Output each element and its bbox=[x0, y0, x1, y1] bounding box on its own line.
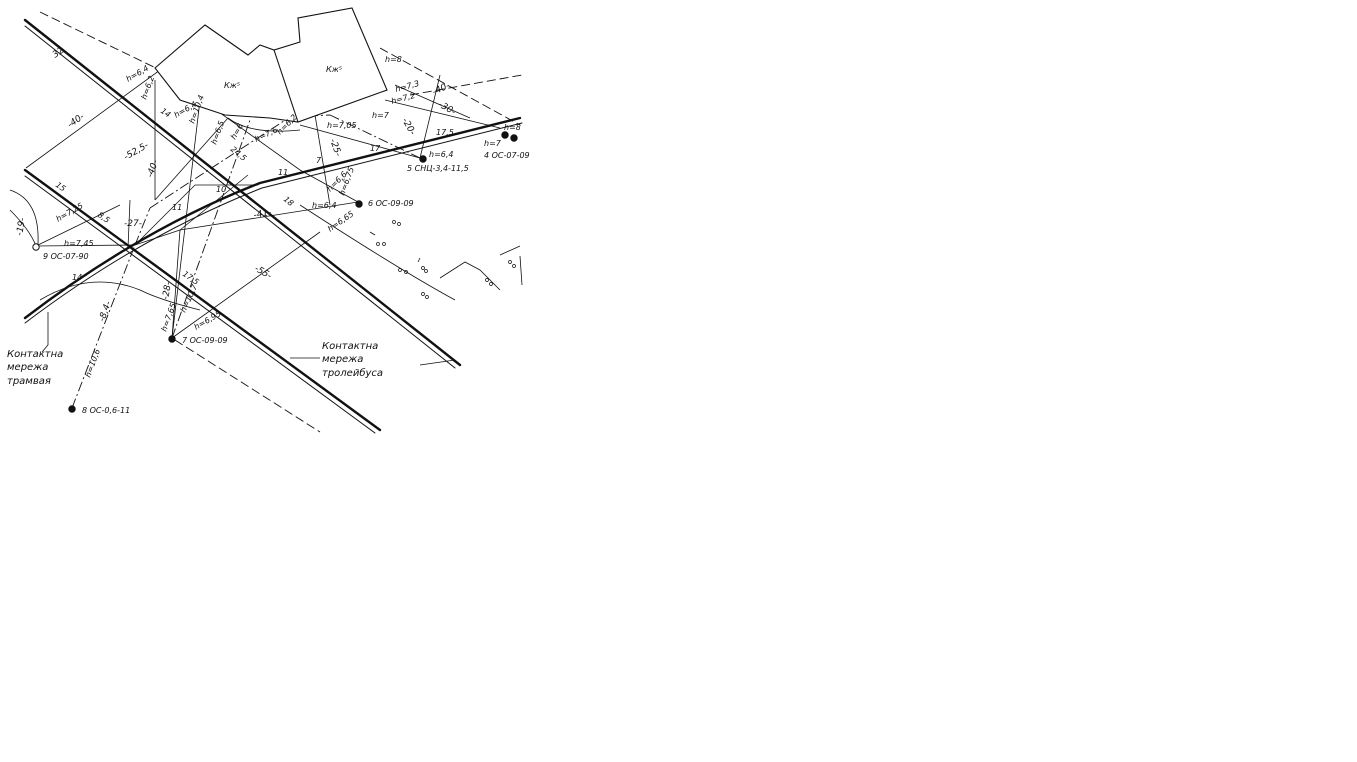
distance-label: 18 bbox=[282, 195, 296, 208]
distance-label: -28- bbox=[161, 281, 174, 300]
tram-wires bbox=[23, 116, 523, 324]
height-label: h=6,5 bbox=[209, 120, 226, 146]
distance-label: 11 bbox=[172, 203, 182, 212]
pole-4-marker bbox=[501, 131, 509, 139]
distance-label: -20- bbox=[399, 117, 417, 138]
dashdot-lines bbox=[71, 114, 421, 409]
height-label: h=6 bbox=[229, 122, 245, 141]
building-labels: Кж⁵ Кж⁵ bbox=[224, 65, 342, 90]
building-block bbox=[154, 7, 388, 123]
pole-9-marker bbox=[32, 243, 40, 251]
building-label: Кж⁵ bbox=[224, 81, 240, 90]
pole-label: 5 СНЦ-3,4-11,5 bbox=[407, 164, 469, 173]
height-label: h=8 bbox=[504, 123, 521, 132]
pole-5-marker bbox=[419, 155, 427, 163]
poles bbox=[32, 131, 518, 413]
tram-caption-line: мережа bbox=[7, 362, 48, 373]
span-wires bbox=[25, 69, 501, 339]
pole-label: 4 ОС-07-09 bbox=[484, 151, 530, 160]
height-label: h=6,65 bbox=[326, 209, 355, 233]
distance-label: 14 bbox=[159, 106, 173, 119]
trolleybus-caption: Контактна мережа тролейбуса bbox=[322, 341, 383, 379]
pole-7-marker bbox=[168, 335, 176, 343]
distance-label: -40- bbox=[145, 159, 161, 179]
support-dots bbox=[376, 220, 516, 299]
pole-label: 6 ОС-09-09 bbox=[368, 199, 414, 208]
trolleybus-caption-line: тролейбуса bbox=[322, 367, 383, 379]
pole-4b-marker bbox=[510, 134, 518, 142]
height-label: h=7 bbox=[484, 139, 502, 148]
tram-caption-line: трамвая bbox=[7, 376, 51, 387]
side-lines bbox=[369, 231, 523, 291]
height-label: h=7,6 bbox=[253, 125, 279, 144]
distance-label: 10 bbox=[216, 185, 226, 194]
building-label: Кж⁵ bbox=[326, 65, 342, 74]
distance-label: 11 bbox=[278, 168, 288, 177]
distance-label: 24,5 bbox=[229, 145, 248, 163]
tram-caption: Контактна мережа трамвая bbox=[7, 349, 63, 387]
distance-label: 17 bbox=[370, 144, 381, 153]
distance-label: -55- bbox=[253, 264, 274, 282]
trolleybus-caption-line: мережа bbox=[322, 354, 363, 365]
distance-label: -27- bbox=[124, 219, 142, 229]
trolleybus-caption-line: Контактна bbox=[322, 341, 378, 352]
pole-6-marker bbox=[355, 200, 363, 208]
height-label: h=10,6 bbox=[83, 348, 102, 379]
height-label: h=6,2 bbox=[139, 75, 156, 101]
pole-8-marker bbox=[68, 405, 76, 413]
pole-label: 7 ОС-09-09 bbox=[182, 336, 228, 345]
distance-label: 14 bbox=[72, 273, 82, 282]
pole-labels: 4 ОС-07-09 5 СНЦ-3,4-11,5 6 ОС-09-09 7 О… bbox=[43, 151, 530, 415]
height-label: h=7,65 bbox=[159, 302, 178, 333]
distance-label: -40- bbox=[431, 81, 451, 98]
distance-label: -19- bbox=[15, 217, 28, 236]
pole-label: 8 ОС-0,6-11 bbox=[82, 406, 130, 415]
distance-label: -40- bbox=[66, 112, 86, 130]
dashed-lines bbox=[39, 11, 523, 433]
tram-caption-line: Контактна bbox=[7, 349, 63, 360]
height-label: h=6,4 bbox=[429, 150, 454, 159]
height-label: h=7,25 bbox=[55, 201, 85, 224]
height-label: h=8 bbox=[385, 55, 402, 64]
distance-label: -41- bbox=[253, 208, 272, 221]
distance-label: -8,4- bbox=[97, 300, 114, 323]
caption-leaders bbox=[41, 312, 320, 359]
height-label: h=7,05 bbox=[327, 121, 357, 130]
height-label: h=6,4 bbox=[312, 201, 337, 210]
height-label: h=7 bbox=[372, 111, 390, 120]
height-label: h=7,2 bbox=[390, 91, 416, 106]
distance-label: -52,5- bbox=[123, 141, 151, 163]
distance-label: 7 bbox=[316, 156, 322, 165]
distance-label: -25- bbox=[327, 138, 343, 158]
distance-label: 17,5 bbox=[436, 128, 454, 137]
pole-label: 9 ОС-07-90 bbox=[43, 252, 89, 261]
height-label: h=7,45 bbox=[64, 239, 94, 248]
distance-label: 32 bbox=[51, 46, 66, 61]
